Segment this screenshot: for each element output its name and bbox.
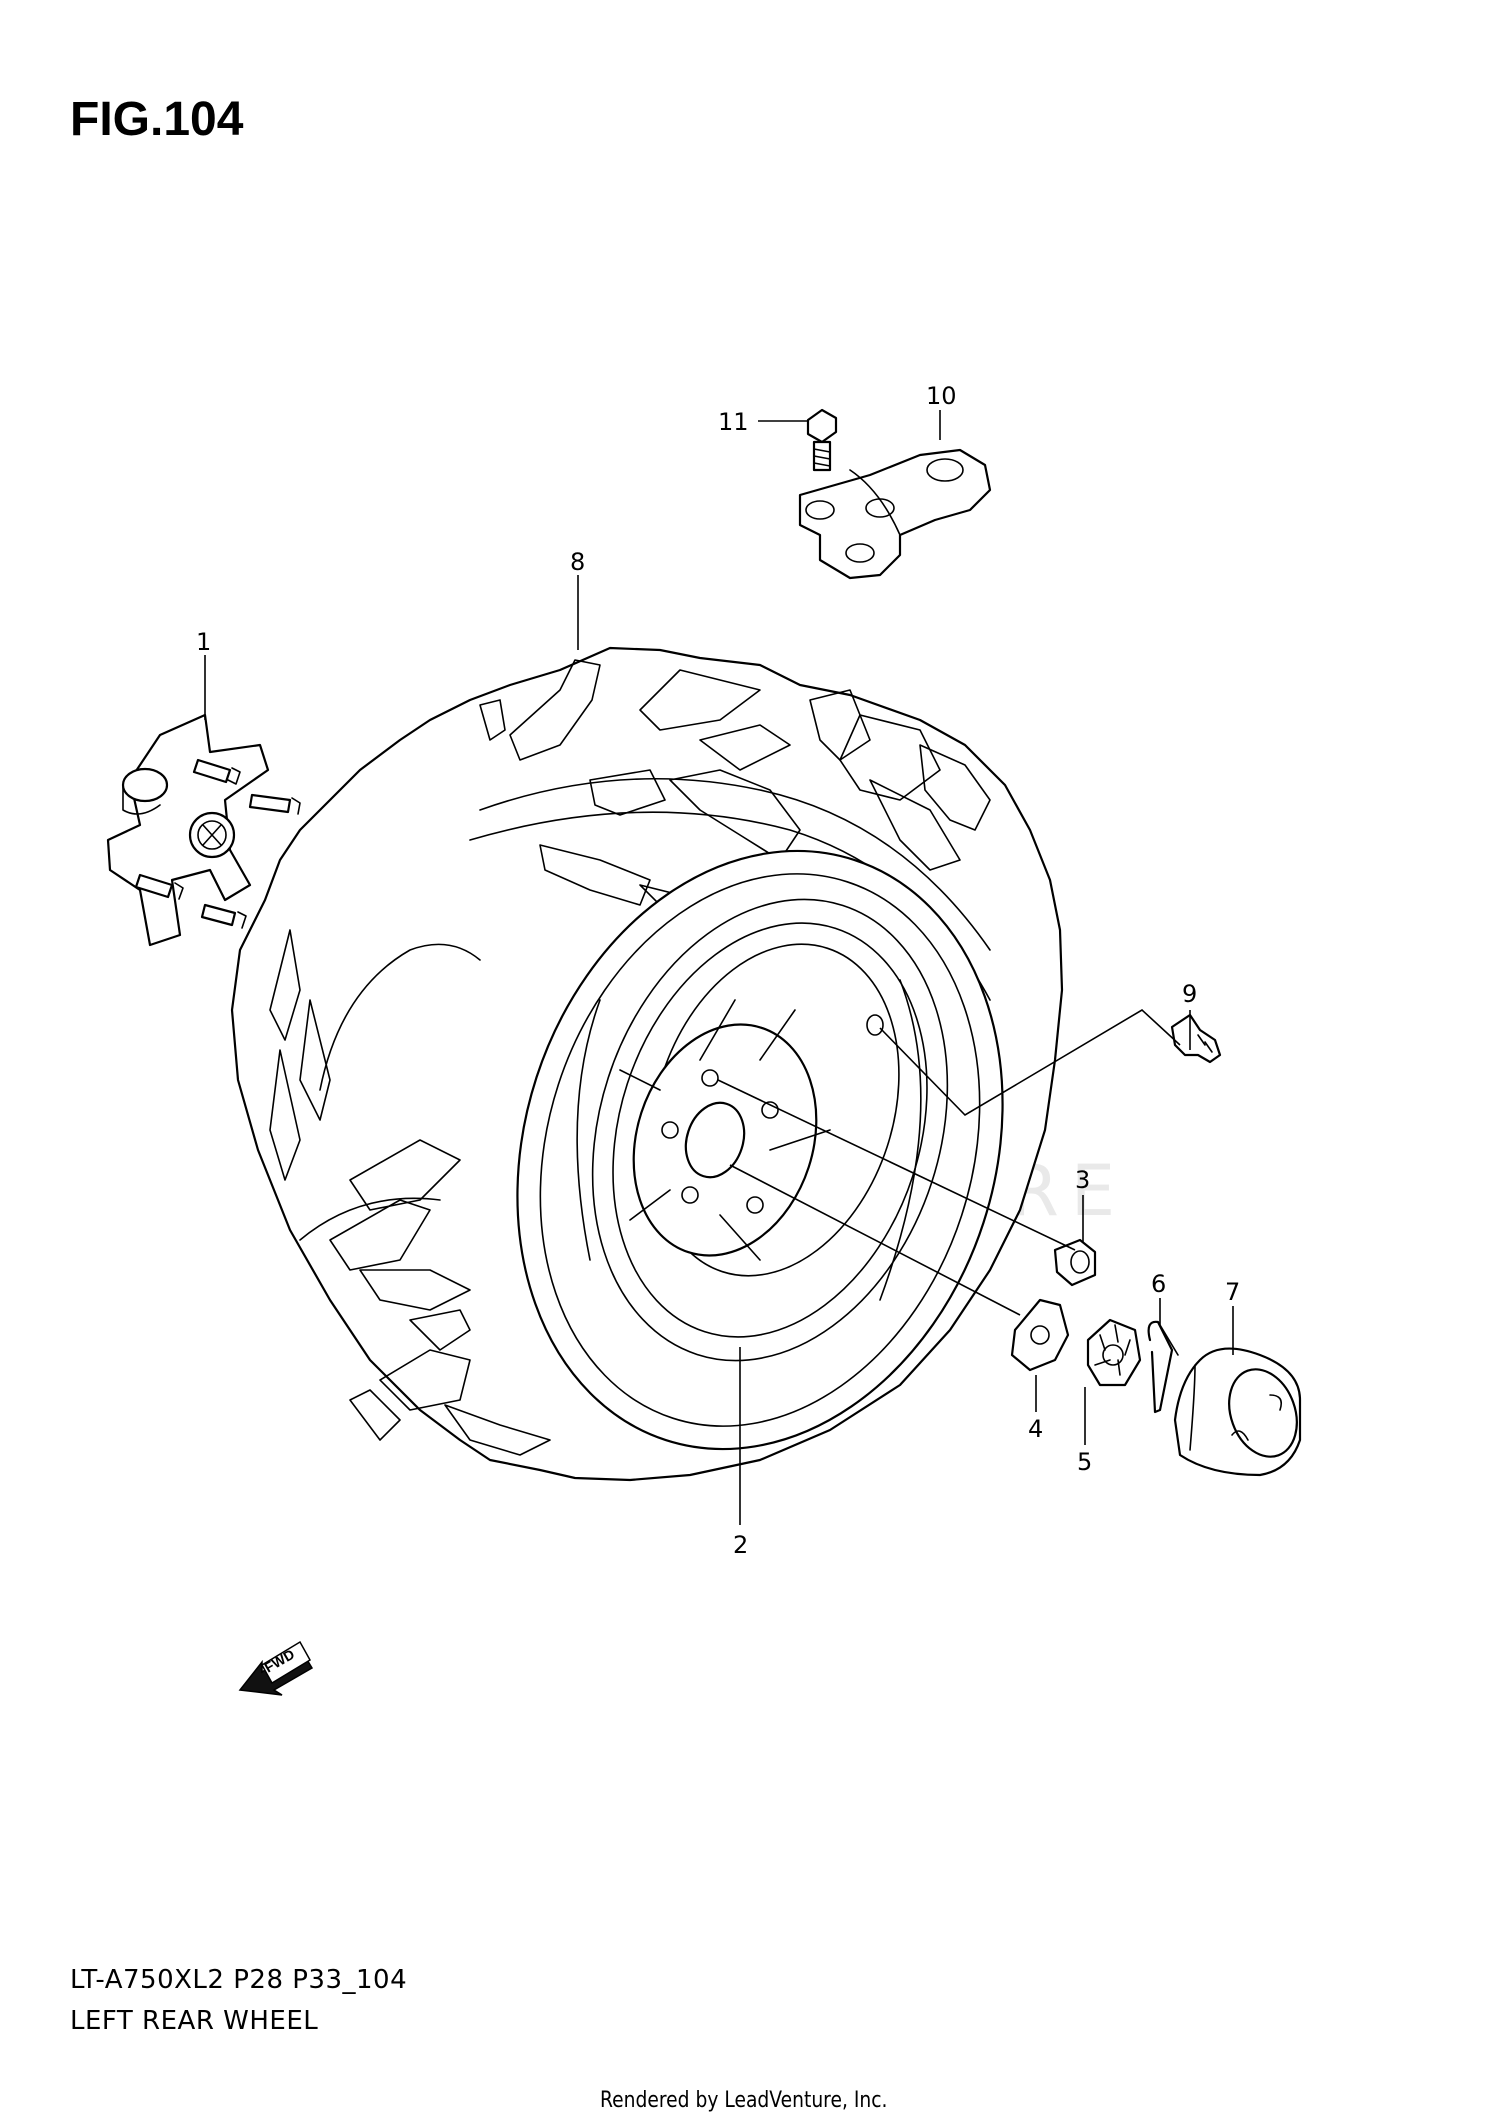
bolt[interactable]	[806, 408, 838, 472]
callout-6: 6	[1151, 1270, 1166, 1298]
bracket[interactable]	[798, 448, 992, 580]
callout-2: 2	[733, 1531, 748, 1559]
section-name: LEFT REAR WHEEL	[70, 2006, 319, 2036]
wheel-rim[interactable]	[442, 787, 1077, 1512]
callout-1: 1	[196, 628, 211, 656]
callout-numbers: 1 2 3 4 5 6 7 8 9 10 11	[196, 382, 1240, 1559]
lock-washer[interactable]	[1010, 1298, 1070, 1372]
callout-5: 5	[1077, 1448, 1092, 1476]
figure-title: FIG.104	[70, 93, 244, 146]
callout-4: 4	[1028, 1415, 1043, 1443]
castle-nut[interactable]	[1086, 1318, 1142, 1387]
forward-direction-arrow: FWD	[238, 1640, 314, 1696]
wheel-hub[interactable]	[106, 713, 301, 947]
callout-9: 9	[1182, 980, 1197, 1008]
cotter-pin[interactable]	[1147, 1320, 1179, 1414]
callout-10: 10	[926, 382, 957, 410]
callout-11: 11	[718, 408, 749, 436]
callout-3: 3	[1075, 1166, 1090, 1194]
model-code: LT-A750XL2 P28 P33_104	[70, 1965, 408, 1995]
callout-7: 7	[1225, 1278, 1240, 1306]
valve-stem[interactable]	[1170, 1013, 1222, 1064]
hub-cap[interactable]	[1173, 1347, 1308, 1477]
credit-line: Rendered by LeadVenture, Inc.	[600, 2088, 888, 2113]
callout-8: 8	[570, 548, 585, 576]
leader-lines	[204, 410, 1234, 1525]
wheel-nut[interactable]	[1053, 1238, 1097, 1287]
